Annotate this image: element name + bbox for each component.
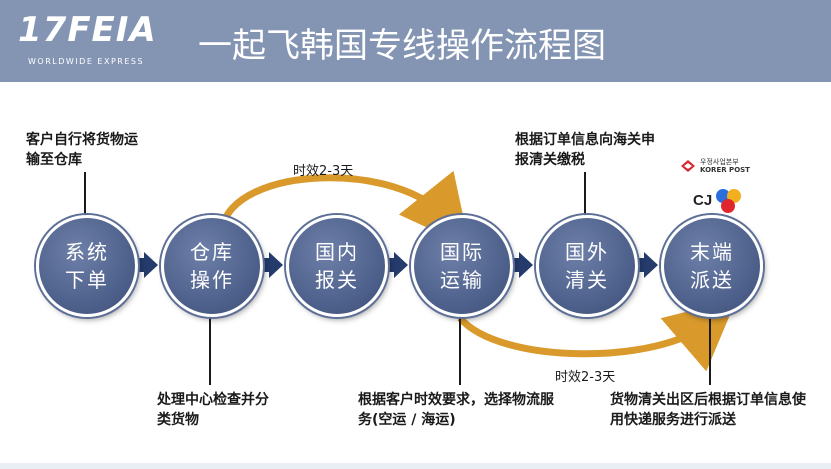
step-intl-transport: 国际运输 [411, 215, 513, 317]
cj-logo: CJ [693, 186, 753, 216]
flow-arrow-2 [259, 252, 283, 278]
note-system-order: 客户自行将货物运输至仓库 [26, 132, 138, 168]
flow-arrow-1 [134, 252, 158, 278]
header-bar: 17FEIA WORLDWIDE EXPRESS 一起飞韩国专线操作流程图 [0, 0, 831, 82]
cj-text: CJ [693, 192, 713, 209]
flow-arrow-3 [384, 252, 408, 278]
note-intl-transport: 根据客户时效要求，选择物流服务(空运 / 海运) [358, 392, 554, 428]
step-label: 系统下单 [65, 240, 109, 292]
step-warehouse: 仓库操作 [161, 215, 263, 317]
step-label: 国内报关 [315, 240, 359, 292]
korea-post-kr: 우정사업본부 [700, 158, 739, 166]
step-system-order: 系统下单 [36, 215, 138, 317]
step-foreign-clearance: 国外清关 [536, 215, 638, 317]
page-title: 一起飞韩国专线操作流程图 [198, 26, 606, 66]
footer-divider [0, 463, 831, 469]
korea-post-en: KORER POST [700, 166, 750, 174]
timing-upper: 时效2-3天 [293, 164, 354, 179]
note-last-mile: 货物清关出区后根据订单信息使用快递服务进行派送 [610, 392, 806, 428]
lower-timing-curve [457, 299, 737, 372]
timing-lower: 时效2-3天 [555, 370, 616, 385]
korea-post-icon [681, 160, 695, 172]
step-last-mile: 末端派送 [661, 215, 763, 317]
step-label: 仓库操作 [190, 240, 234, 292]
cj-symbol-icon [716, 189, 741, 213]
step-label: 国外清关 [565, 240, 609, 292]
step-label: 末端派送 [690, 240, 734, 292]
step-domestic-customs: 国内报关 [286, 215, 388, 317]
flow-arrow-4 [509, 252, 533, 278]
note-foreign-clearance: 根据订单信息向海关申报清关缴税 [515, 132, 655, 168]
upper-timing-curve [218, 170, 470, 248]
flow-arrow-5 [634, 252, 658, 278]
logo-subtitle: WORLDWIDE EXPRESS [28, 57, 145, 66]
note-warehouse: 处理中心检查并分类货物 [157, 392, 269, 428]
step-label: 国际运输 [440, 240, 484, 292]
company-logo: 17FEIA WORLDWIDE EXPRESS [18, 10, 168, 76]
logo-text: 17FEIA [18, 10, 157, 50]
